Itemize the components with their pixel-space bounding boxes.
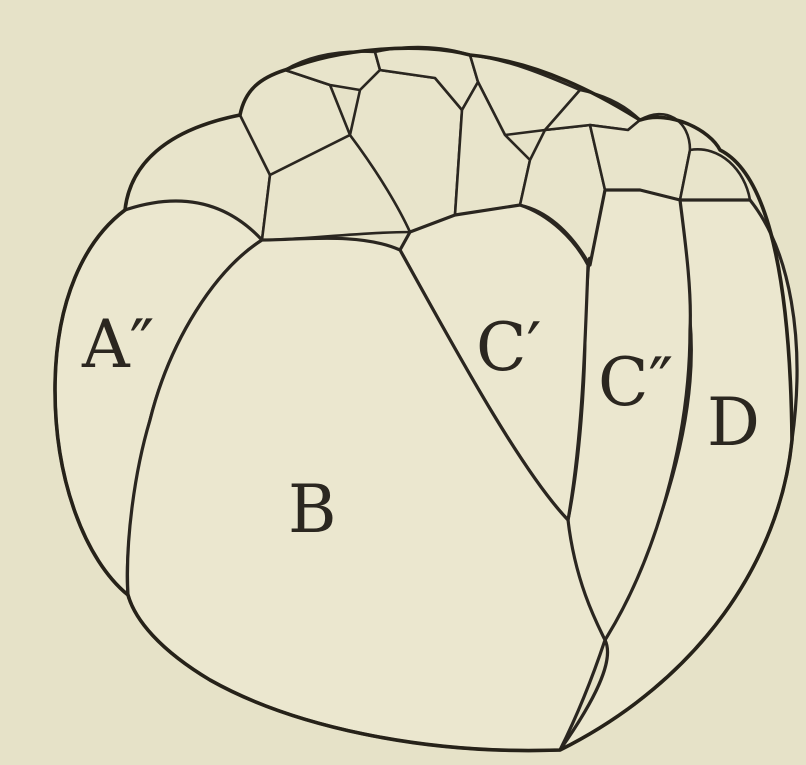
label-a-double-prime: A″ xyxy=(81,306,154,383)
label-c-prime: C′ xyxy=(476,309,541,386)
label-b: B xyxy=(288,471,337,548)
upper-cell-11 xyxy=(590,114,690,200)
label-c-double-prime: C″ xyxy=(598,344,673,421)
label-d: D xyxy=(707,384,760,461)
upper-cell-12 xyxy=(680,149,750,200)
